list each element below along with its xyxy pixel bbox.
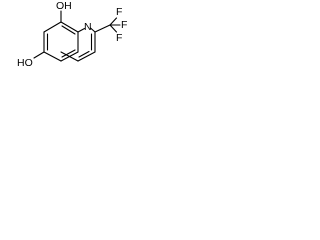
bond	[33, 51, 45, 59]
bond	[61, 25, 76, 35]
bond	[60, 21, 79, 33]
fluorine-label-bottom: F	[116, 32, 122, 44]
fluorine-label-top: F	[116, 6, 122, 18]
bond	[43, 21, 62, 33]
bond-lines	[33, 10, 121, 62]
hydroxyl-label-bottom: HO	[17, 57, 33, 69]
bond	[43, 51, 62, 62]
bond	[89, 27, 96, 33]
bond	[77, 51, 96, 62]
bond	[60, 51, 79, 62]
nitrogen-label: N	[84, 21, 92, 33]
bond	[61, 49, 76, 58]
bond	[109, 24, 118, 33]
chemical-structure-diagram: OH HO N F F F	[17, 0, 127, 69]
bond	[94, 24, 111, 33]
bond	[77, 27, 86, 33]
bond	[78, 50, 90, 58]
bond	[109, 17, 118, 26]
hydroxyl-label-top: OH	[56, 0, 72, 12]
fluorine-label-right: F	[121, 19, 127, 31]
